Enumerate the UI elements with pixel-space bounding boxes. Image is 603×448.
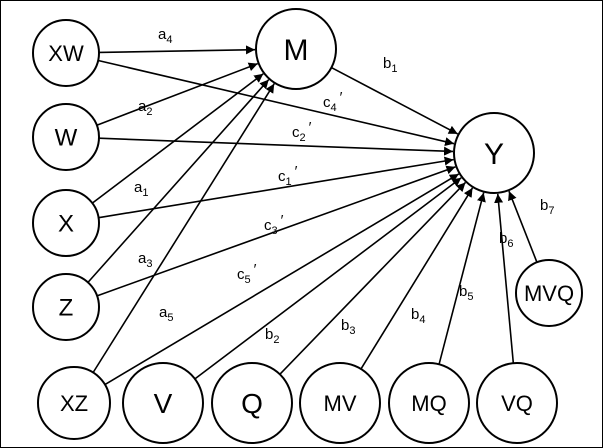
node-label: V [154,388,173,419]
node-z: Z [32,273,100,341]
node-circle [32,19,100,87]
node-circle [32,189,100,257]
node-label: XW [48,41,84,66]
arrow-q-to-y [279,181,467,375]
node-mq: MQ [388,362,470,444]
node-label: W [55,125,78,152]
arrow-w-to-m [96,62,258,126]
edge-labels-layer: a4 a2 a1 a3 a5 b1 c4′ c2′ c1′ c3′ c5′ b2 b3 b4 b5 b6 b7 [134,26,554,346]
node-mvq: MVQ [515,259,583,327]
node-x: X [32,189,100,257]
path-label-b4: b4 [411,306,425,326]
node-label: MVQ [524,281,574,306]
node-circle [255,8,337,90]
node-circle [32,273,100,341]
arrow-z-to-m [87,79,270,283]
node-circle [37,366,111,440]
node-circle [515,259,583,327]
arrow-w-to-y [98,137,454,156]
path-label-c5-prime: c5′ [237,261,257,286]
node-w: W [32,103,100,171]
node-m: M [255,8,337,90]
arrow-m-to-y [331,66,459,135]
node-circle [211,362,293,444]
arrow-xw-to-y [97,59,455,147]
node-circle [388,362,470,444]
node-label: MQ [411,391,446,416]
path-label-a4: a4 [158,26,172,46]
arrow-mvq-to-y [508,190,538,263]
node-label: X [58,211,74,238]
node-label: M [284,34,309,67]
node-v: V [122,362,204,444]
node-label: Z [59,295,74,322]
node-label: MV [324,391,357,416]
path-label-b6: b6 [499,230,513,250]
node-circle [122,362,204,444]
node-mv: MV [299,362,381,444]
node-label: VQ [501,391,533,416]
path-label-c1-prime: c1′ [278,163,298,188]
arrow-mq-to-y [438,192,486,365]
node-circle [299,362,381,444]
node-circle [32,103,100,171]
path-label-b1: b1 [383,55,397,75]
path-label-c4-prime: c4′ [323,89,343,114]
node-label: Y [484,138,504,171]
arrow-xz-to-y [104,173,460,386]
node-circle [476,362,558,444]
arrow-z-to-y [96,165,456,297]
path-label-b7: b7 [540,197,554,217]
path-label-a2: a2 [138,98,152,118]
arrow-x-to-y [98,156,454,219]
node-circle [453,112,535,194]
arrow-mv-to-y [360,187,474,370]
path-label-a1: a1 [134,179,148,199]
arrow-vq-to-y [494,193,515,364]
node-xw: XW [32,19,100,87]
path-label-c3-prime: c3′ [264,212,284,237]
arrow-x-to-m [91,73,264,204]
node-y: Y [453,112,535,194]
path-label-b5: b5 [459,283,473,303]
node-q: Q [211,362,293,444]
path-label-a3: a3 [138,250,152,270]
path-label-c2-prime: c2′ [292,119,312,144]
node-label: XZ [60,391,88,416]
path-label-a5: a5 [159,304,173,324]
arrow-xz-to-m [92,83,275,373]
path-label-b3: b3 [341,317,355,337]
arrow-v-to-y [194,177,462,380]
edges-layer [87,45,538,386]
arrow-xw-to-m [98,45,256,55]
node-vq: VQ [476,362,558,444]
node-label: Q [241,388,263,419]
path-label-b2: b2 [265,326,279,346]
node-xz: XZ [37,366,111,440]
